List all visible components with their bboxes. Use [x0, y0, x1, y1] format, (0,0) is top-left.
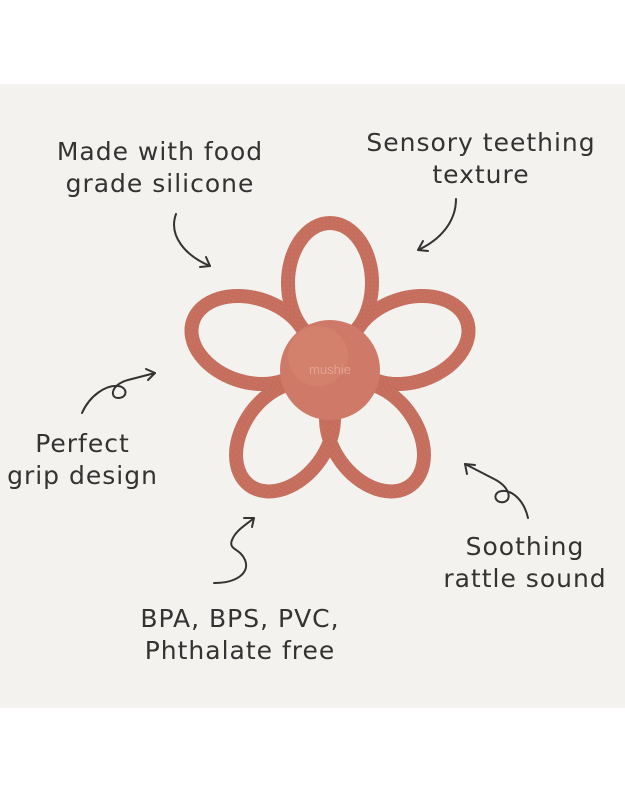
feature-food-grade: Made with food grade silicone — [40, 136, 280, 200]
feature-sensory: Sensory teething texture — [350, 127, 612, 191]
brand-mark: mushie — [309, 362, 351, 377]
arrow-sensory-icon — [417, 198, 457, 252]
feature-bpa-free-line-1: BPA, BPS, PVC, — [140, 604, 340, 633]
arrow-food-grade-icon — [173, 213, 211, 268]
feature-rattle: Soothing rattle sound — [430, 531, 620, 595]
feature-rattle-line-2: rattle sound — [443, 564, 607, 593]
feature-food-grade-line-1: Made with food — [56, 137, 264, 166]
feature-food-grade-line-2: grade silicone — [65, 169, 255, 198]
arrow-rattle-icon — [464, 463, 529, 519]
feature-sensory-line-2: texture — [432, 160, 530, 189]
feature-grip-line-2: grip design — [7, 461, 158, 490]
feature-bpa-free-line-2: Phthalate free — [144, 636, 336, 665]
feature-sensory-line-1: Sensory teething — [366, 128, 596, 157]
feature-grip: Perfect grip design — [0, 428, 165, 492]
feature-bpa-free: BPA, BPS, PVC, Phthalate free — [110, 603, 370, 667]
feature-rattle-line-1: Soothing — [465, 532, 585, 561]
feature-grip-line-1: Perfect — [35, 429, 130, 458]
arrow-grip-icon — [81, 368, 156, 414]
arrow-bpa-free-icon — [213, 517, 255, 584]
flower-teether: mushie — [184, 216, 476, 499]
